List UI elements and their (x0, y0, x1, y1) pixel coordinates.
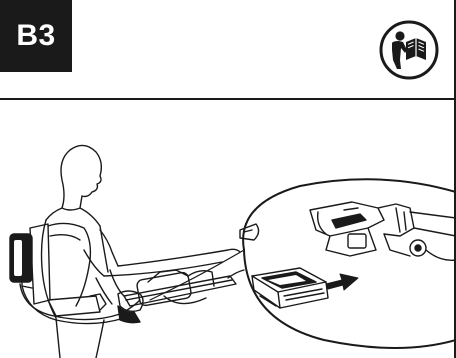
step-badge: B3 (0, 0, 72, 72)
remove-direction-arrow (325, 273, 359, 291)
panel-border-right (454, 0, 456, 358)
battery-pack (251, 267, 329, 309)
multi-tool (117, 223, 260, 324)
read-manual-icon (379, 20, 439, 80)
backpack-power-unit (9, 222, 141, 325)
battery-removal-illustration (9, 144, 456, 358)
operator-figure (40, 144, 241, 358)
step-label: B3 (16, 19, 56, 52)
magnified-detail (149, 178, 456, 349)
panel-header: B3 (0, 0, 456, 100)
